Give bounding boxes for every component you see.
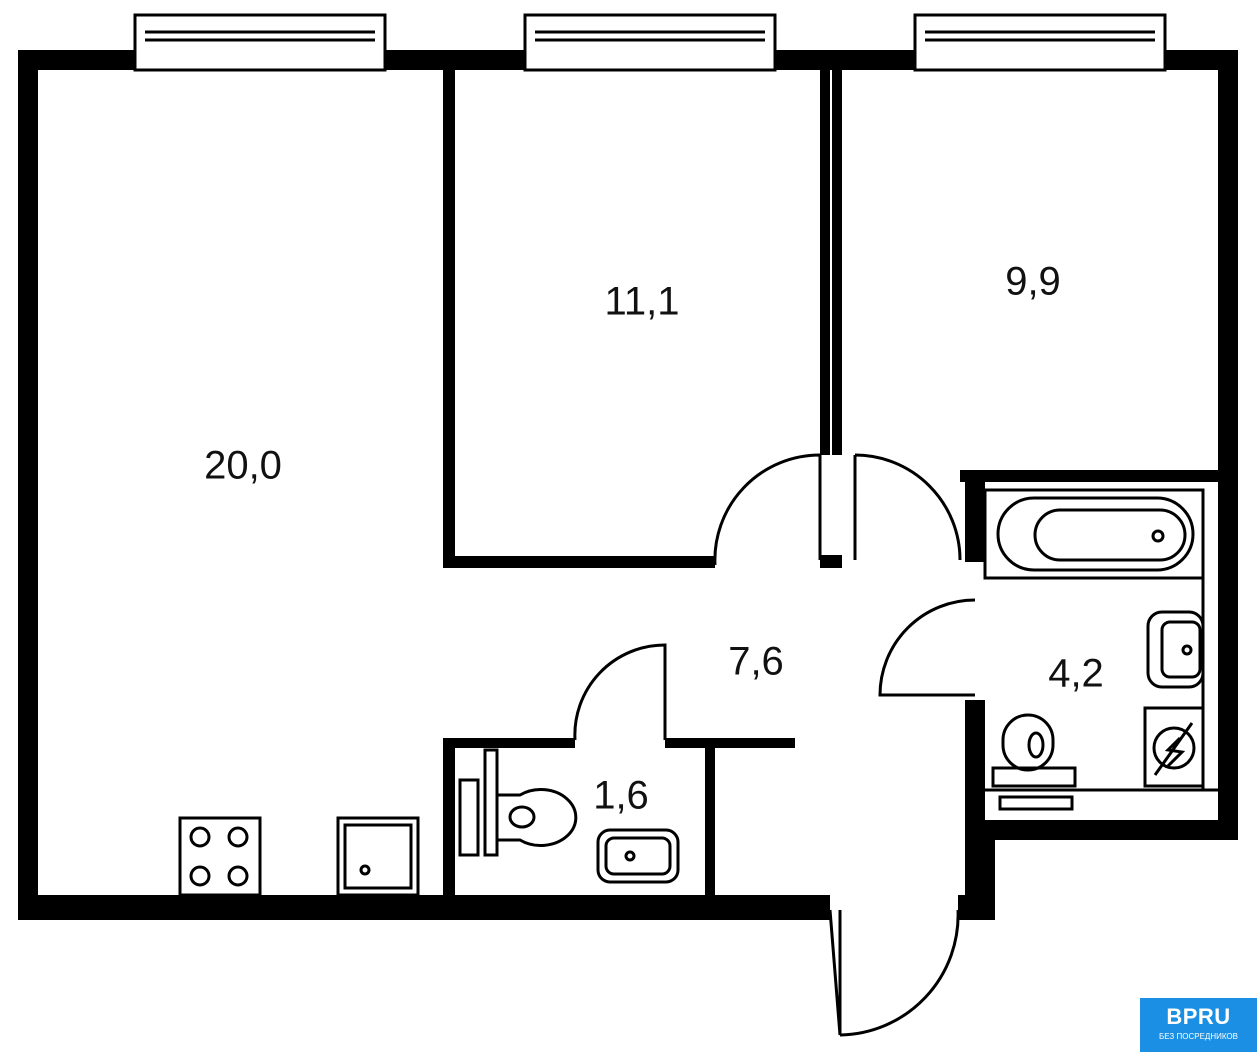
room-area-toilet: 1,6 [593,773,649,818]
room-area-bedroom-1: 11,1 [604,279,680,324]
room-area-living-kitchen: 20,0 [204,443,282,488]
room-area-bedroom-2: 9,9 [1005,259,1061,304]
room-area-hallway: 7,6 [728,639,784,684]
doors [573,453,976,1037]
logo-tagline: БЕЗ ПОСРЕДНИКОВ [1159,1032,1238,1041]
logo-brand: BPRU [1166,1004,1231,1029]
fixtures [178,488,1218,897]
windows [133,13,1167,72]
bpru-logo: BPRU БЕЗ ПОСРЕДНИКОВ [1140,998,1257,1052]
room-area-bathroom: 4,2 [1048,651,1104,696]
